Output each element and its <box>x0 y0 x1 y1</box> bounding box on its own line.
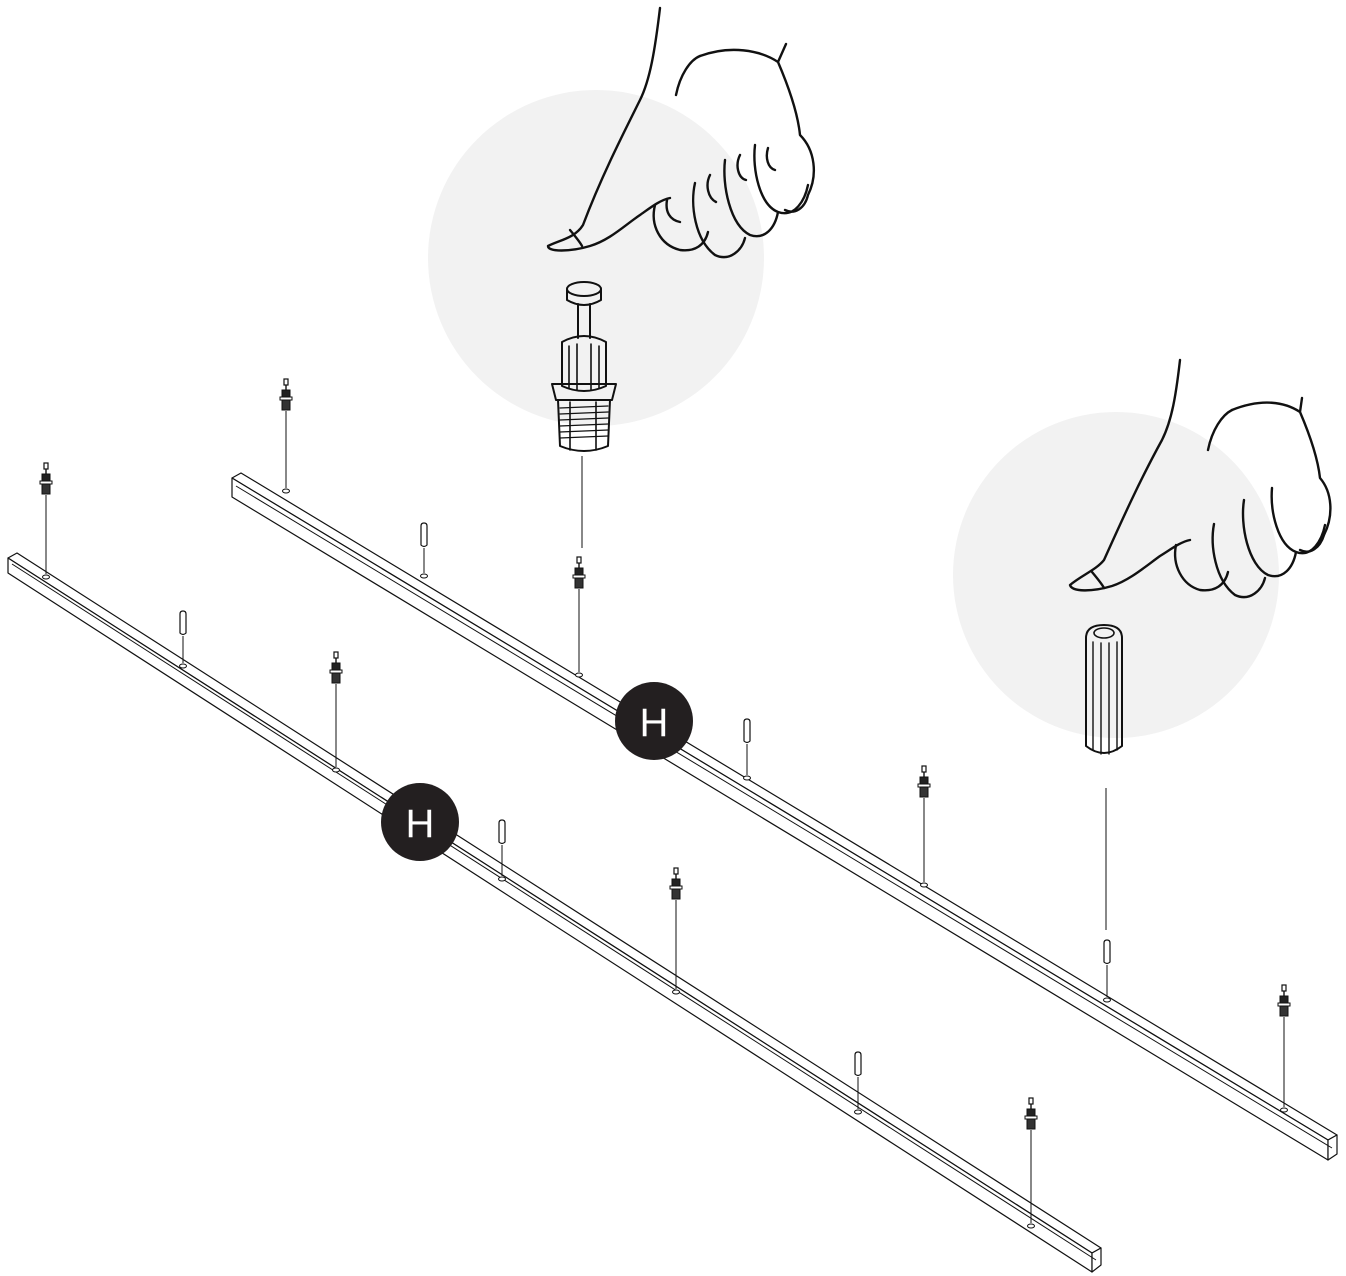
cam-dowel-icon <box>1278 985 1290 1112</box>
highlight-circle-right <box>953 412 1279 738</box>
wood-dowel-icon <box>744 719 751 780</box>
panel-label-back: H <box>640 701 669 745</box>
panel-badge-front: H <box>381 783 459 861</box>
highlight-circle-left <box>428 90 764 426</box>
panel-badge-back: H <box>615 682 693 760</box>
cam-dowel-icon <box>330 652 342 772</box>
cam-dowel-icon <box>918 766 930 887</box>
cam-dowel-icon <box>40 463 52 579</box>
panel-label-front: H <box>406 802 435 846</box>
cam-dowel-icon <box>573 557 585 677</box>
wood-dowel-icon <box>421 523 428 578</box>
cam-dowel-icon <box>280 379 292 493</box>
wood-dowel-icon <box>1104 940 1111 1002</box>
